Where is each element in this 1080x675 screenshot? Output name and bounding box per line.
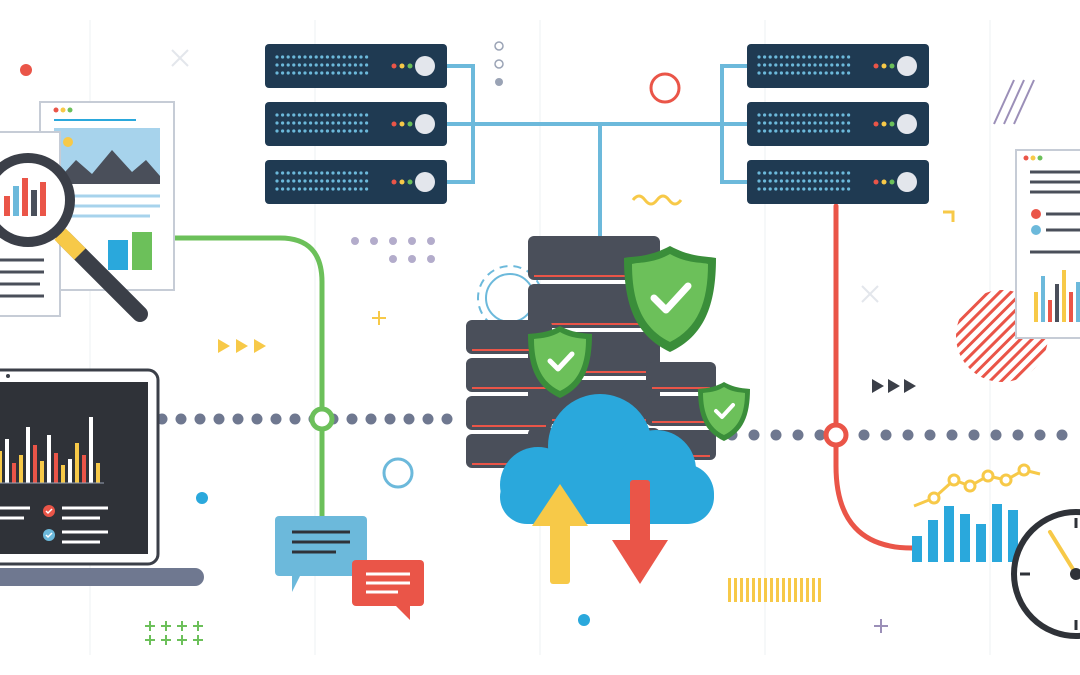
network-dot [232,413,244,425]
green-node [309,406,335,432]
red-node [823,422,849,448]
server-racks [265,44,929,204]
network-dot [365,413,377,425]
report-document-right [1015,149,1080,339]
yellow-barcode-decoration [728,578,821,602]
network-dot [924,429,936,441]
green-connector [171,235,325,519]
server-rack-icon [265,102,447,146]
server-rack-icon [265,160,447,204]
network-dot [213,413,225,425]
dotted-network-line [156,413,1068,441]
network-dot [792,429,804,441]
download-arrow-icon [612,480,668,584]
database-stack [466,236,716,472]
shield-check-icon-large [624,246,716,352]
network-dot [441,413,453,425]
shield-check-icon-medium [528,326,592,398]
network-dot [1056,429,1068,441]
connection-lines [171,64,915,551]
network-dot [968,429,980,441]
purple-slash-decoration [993,79,1035,125]
server-rack-icon [747,44,929,88]
network-dot [1012,429,1024,441]
network-dot [270,413,282,425]
network-dot [251,413,263,425]
gauge-icon [1011,509,1080,639]
purple-dot-grid [351,237,435,263]
network-dot [384,413,396,425]
network-dot [858,429,870,441]
red-dot-decoration [20,64,32,76]
network-dot [346,413,358,425]
laptop-icon [0,368,204,586]
yellow-wave-decoration [631,194,683,206]
dark-chevrons [872,379,916,393]
plus-decoration [372,311,386,325]
network-dot [194,413,206,425]
network-dot [946,429,958,441]
yellow-chevrons [218,339,266,353]
network-dot [289,413,301,425]
network-dot [175,413,187,425]
red-connector [833,203,915,551]
network-dot [422,413,434,425]
network-dot [814,429,826,441]
server-interconnect [445,64,749,238]
network-dot [880,429,892,441]
green-plus-grid [145,621,203,645]
network-dot [902,429,914,441]
upload-arrow-icon [532,484,588,584]
magnifier-icon [0,153,148,322]
performance-chart-icon [912,463,1041,562]
server-rack-icon [747,102,929,146]
network-dot [770,429,782,441]
network-dot [748,429,760,441]
blue-ring-decoration [382,457,414,489]
network-dot [990,429,1002,441]
chat-bubble-icon [275,516,424,620]
red-ring-decoration [649,72,681,104]
cross-decoration [171,49,879,303]
network-dot [403,413,415,425]
server-rack-icon [747,160,929,204]
shield-check-icon-small [698,382,750,441]
server-rack-icon [265,44,447,88]
network-dot [1034,429,1046,441]
